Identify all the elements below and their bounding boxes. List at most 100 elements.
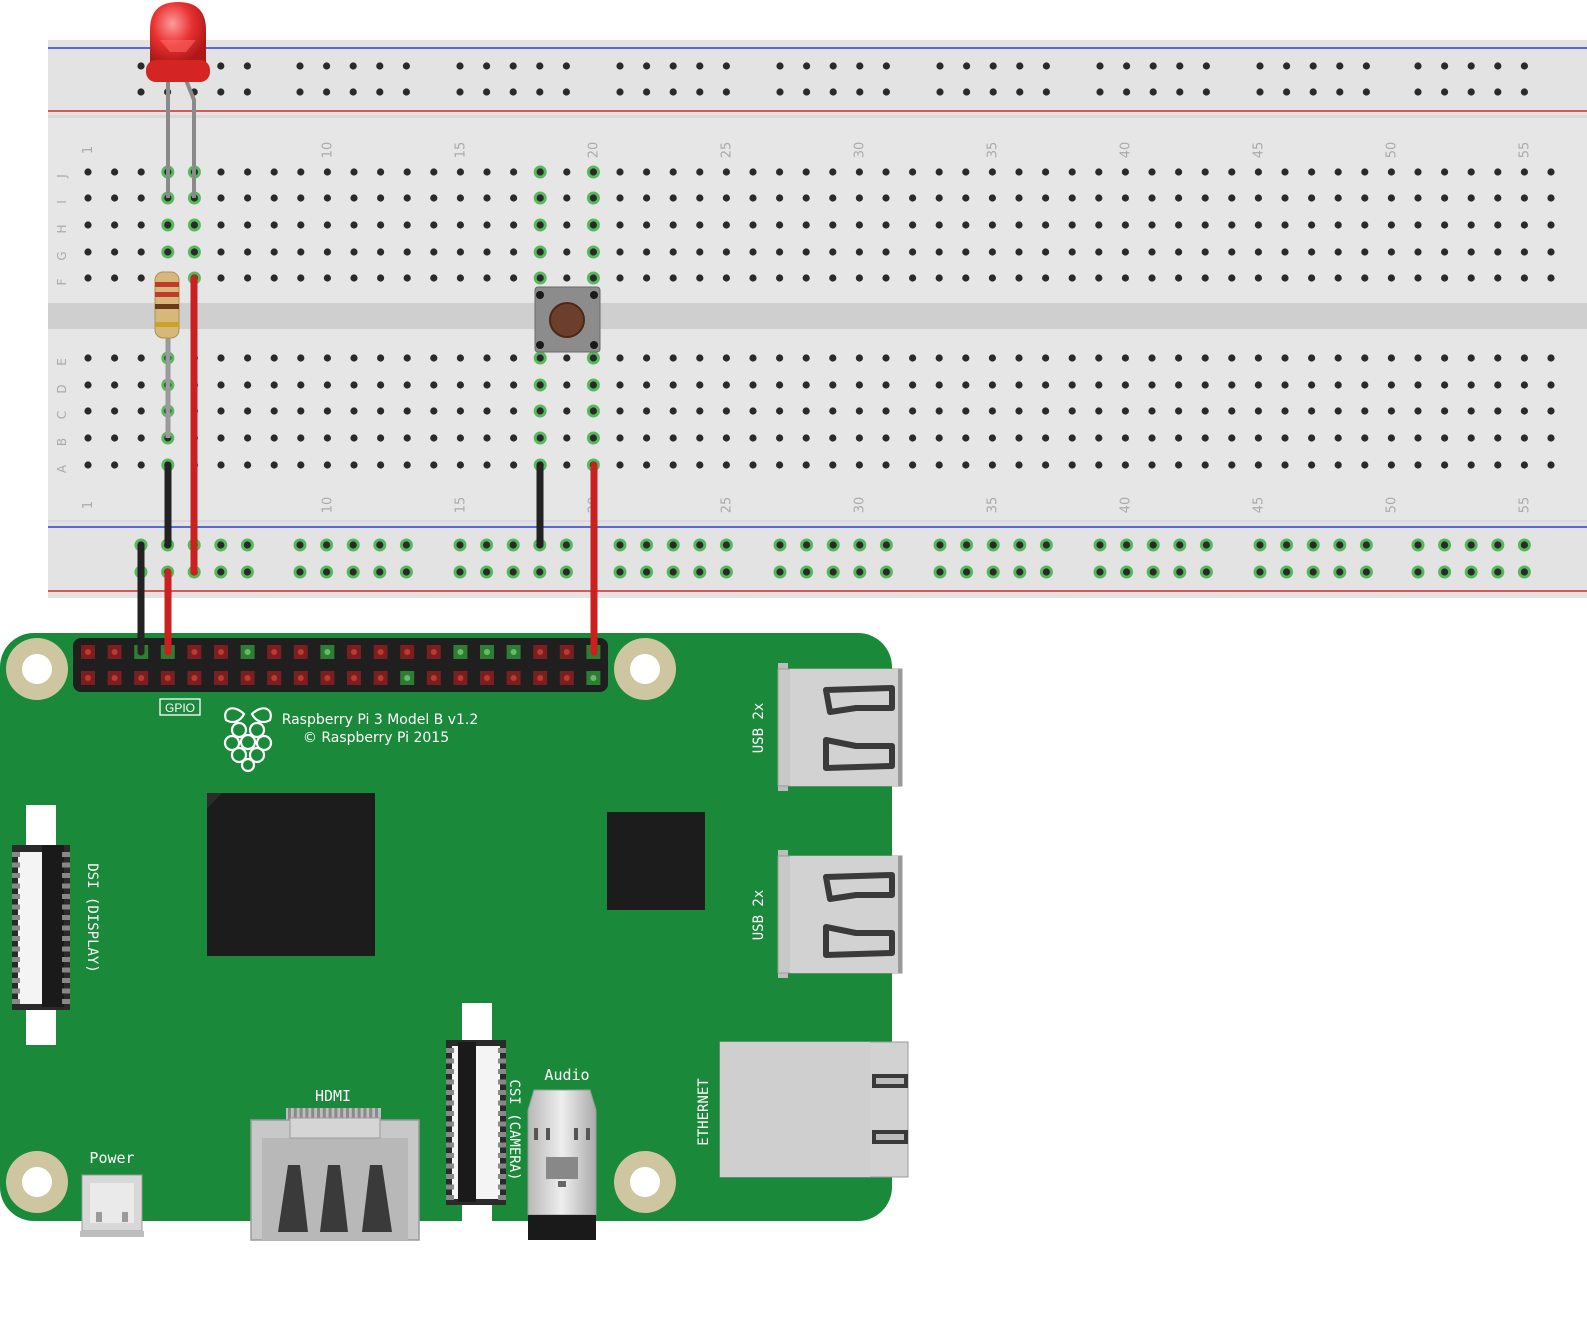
breadboard-hole [1362,568,1370,576]
breadboard-hole [989,541,997,549]
breadboard-hole [1547,461,1555,469]
breadboard-hole [536,434,544,442]
breadboard-hole [217,221,225,229]
breadboard-hole [270,407,278,415]
breadboard-hole [376,568,384,576]
breadboard-hole [1334,168,1342,176]
breadboard-hole [749,274,757,282]
breadboard-hole [377,274,385,282]
hdmi-label: HDMI [315,1087,351,1105]
breadboard-hole [1414,194,1422,202]
breadboard-hole [509,88,517,96]
gpio-pin-contact [111,675,118,681]
breadboard-hole [1281,221,1289,229]
breadboard-hole [1520,62,1528,70]
breadboard-hole [1095,248,1103,256]
breadboard-hole [1387,194,1395,202]
breadboard-hole [350,461,358,469]
gpio-label-box [159,698,201,716]
breadboard-hole [323,461,331,469]
breadboard-hole [1254,221,1262,229]
breadboard-hole [1547,274,1555,282]
usb-port-top [777,663,903,791]
power-port [80,1174,144,1237]
breadboard-hole [909,168,917,176]
breadboard-hole [509,461,518,469]
breadboard-hole [350,274,358,282]
breadboard-hole [111,194,119,202]
breadboard-hole [1308,248,1316,256]
breadboard-hole [1414,248,1422,256]
breadboard-hole [909,434,917,442]
top-power-rail [48,40,1587,115]
breadboard-hole [1547,434,1555,442]
breadboard-hole [1175,381,1183,389]
breadboard-hole [1148,434,1156,442]
breadboard-hole [1148,248,1156,256]
breadboard-hole [1254,407,1262,415]
breadboard-hole [1042,434,1050,442]
breadboard-hole [882,354,890,362]
breadboard-hole [270,381,278,389]
gpio-pin-contact [85,675,91,681]
breadboard-hole [722,568,731,576]
breadboard-hole [1494,194,1502,202]
breadboard-hole [244,168,252,176]
breadboard-hole [696,248,704,256]
breadboard-hole [483,461,491,469]
breadboard-hole [483,62,491,70]
breadboard-hole [270,354,278,362]
breadboard-hole [935,248,943,256]
column-number: 30 [852,142,867,159]
breadboard-hole [1361,248,1369,256]
breadboard-hole [855,194,864,202]
breadboard-hole [722,407,731,415]
breadboard-hole [1068,168,1076,176]
breadboard-hole [829,194,837,202]
breadboard-hole [1441,381,1449,389]
breadboard-hole [1308,381,1316,389]
breadboard-hole [217,461,225,469]
breadboard-hole [1361,461,1369,469]
breadboard-hole [297,434,305,442]
breadboard-hole [855,461,864,469]
breadboard-hole [217,568,225,576]
breadboard-hole [430,381,438,389]
breadboard-hole [829,88,837,96]
breadboard-hole [1361,434,1369,442]
gpio-pin-contact [85,649,91,655]
breadboard-hole [1467,194,1475,202]
breadboard-hole [1201,274,1209,282]
breadboard-hole [855,221,864,229]
breadboard-hole [829,354,837,362]
pushbutton [534,286,601,353]
gpio-pin-contact [510,649,517,655]
breadboard-hole [882,221,890,229]
breadboard-hole [802,354,810,362]
breadboard-hole [1441,88,1449,96]
breadboard-hole [776,248,784,256]
breadboard-hole [829,168,837,176]
breadboard-hole [643,354,651,362]
gpio-pin-contact [590,675,597,681]
breadboard-hole [1015,221,1023,229]
column-number: 55 [1517,142,1532,159]
breadboard-hole [1175,221,1183,229]
breadboard-hole [377,354,385,362]
breadboard-hole [430,354,438,362]
row-letter: E [55,358,69,366]
breadboard-hole [137,434,145,442]
breadboard-hole [882,62,891,70]
breadboard-hole [1308,434,1316,442]
breadboard-hole [1228,461,1236,469]
breadboard-hole [802,407,810,415]
breadboard-hole [243,568,251,576]
breadboard-hole [1308,221,1316,229]
breadboard-hole [1414,381,1422,389]
breadboard-hole [1309,62,1317,70]
breadboard-hole [244,221,252,229]
gpio-pin-contact [191,675,198,681]
gpio-pin-contact [484,675,490,681]
breadboard-hole [297,381,305,389]
